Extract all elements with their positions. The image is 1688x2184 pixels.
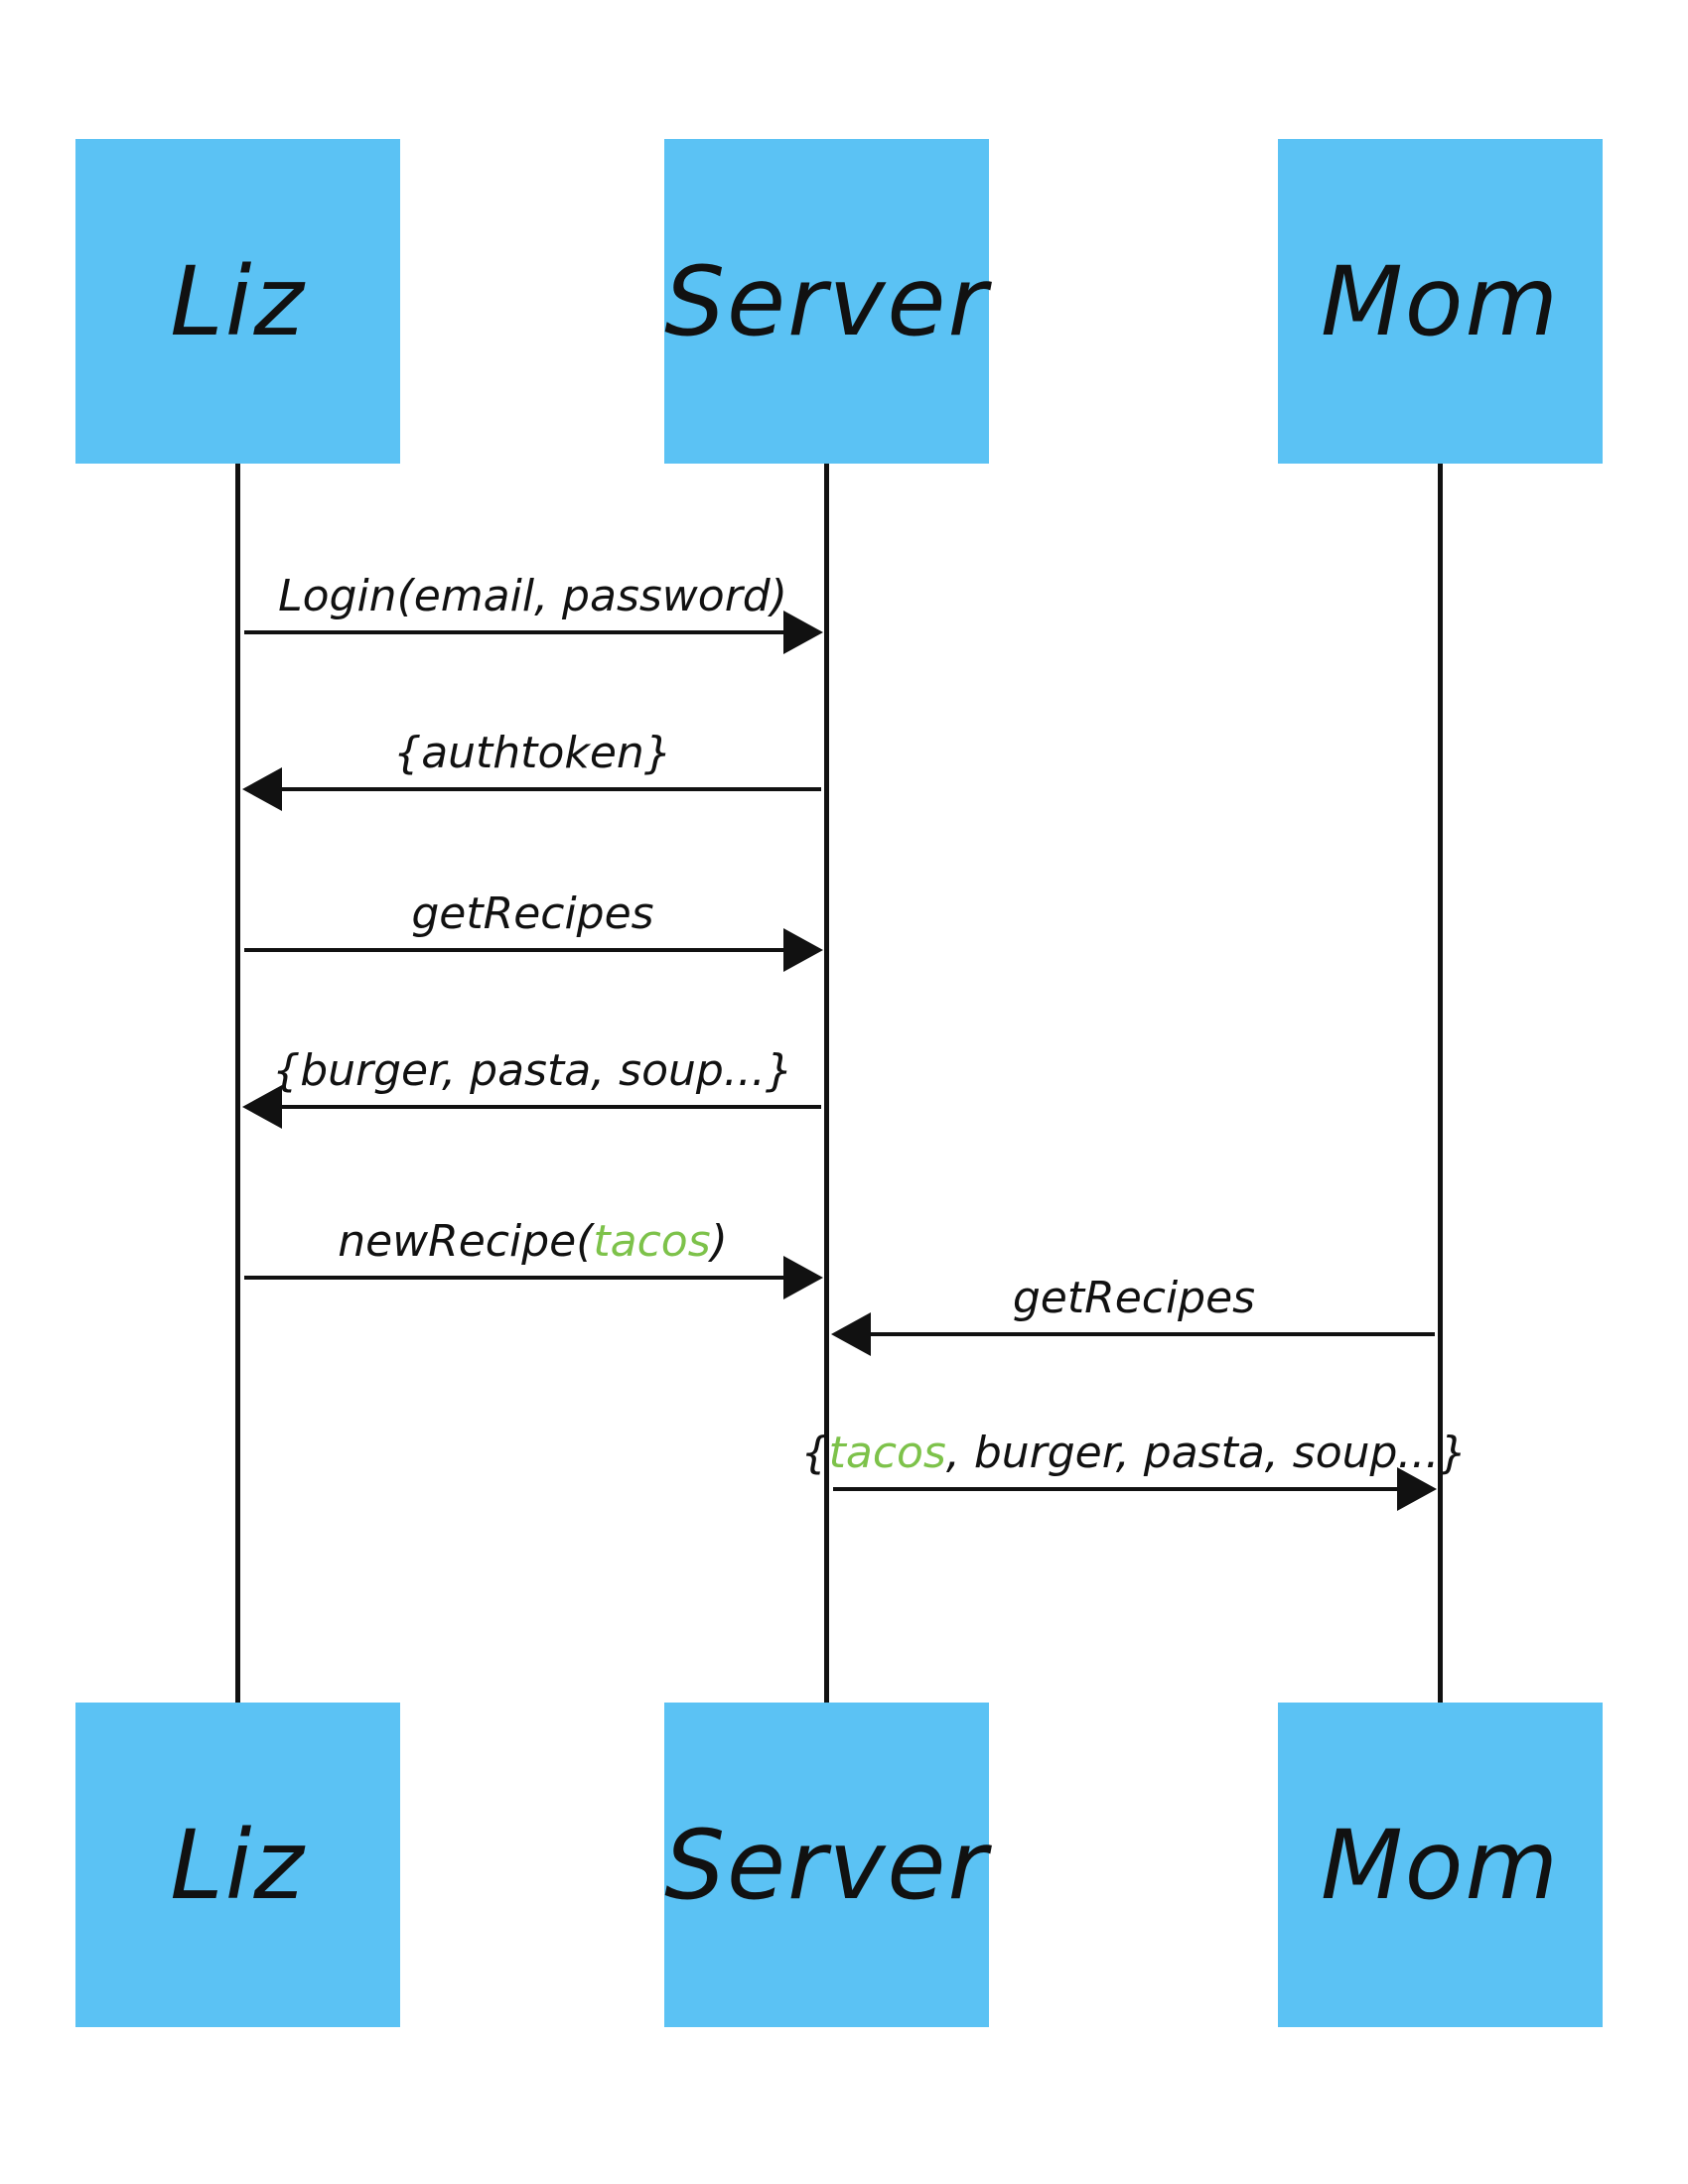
message-label: {tacos, burger, pasta, soup...} — [801, 1428, 1468, 1478]
actor-mom-top: Mom — [1278, 139, 1603, 464]
actor-label: Liz — [170, 1809, 306, 1921]
message-text-part: { — [801, 1428, 829, 1478]
arrowhead-icon — [783, 928, 823, 972]
message-liz-to-server: Login(email, password) — [244, 571, 823, 654]
arrowhead-icon — [242, 767, 282, 811]
message-text-part: , burger, pasta, soup...} — [946, 1428, 1468, 1478]
message-text-part: ) — [708, 1216, 728, 1267]
message-text-part: getRecipes — [1013, 1273, 1255, 1323]
message-server-to-liz: {burger, pasta, soup...} — [242, 1045, 821, 1129]
message-label: getRecipes — [1013, 1273, 1255, 1323]
message-text-part: {burger, pasta, soup...} — [272, 1045, 793, 1096]
actor-liz-top: Liz — [75, 139, 400, 464]
actor-label: Mom — [1320, 245, 1561, 357]
message-label: newRecipe(tacos) — [338, 1216, 728, 1267]
message-label: {authtoken} — [393, 728, 672, 778]
message-text-part: {authtoken} — [393, 728, 672, 778]
message-text-part: newRecipe( — [338, 1216, 595, 1267]
actor-server-bottom: Server — [664, 1703, 989, 2027]
actor-label: Mom — [1320, 1809, 1561, 1921]
arrowhead-icon — [831, 1312, 871, 1356]
actor-label: Liz — [170, 245, 306, 357]
message-server-to-liz: {authtoken} — [242, 728, 821, 811]
arrowhead-icon — [783, 1256, 823, 1299]
actor-label: Server — [664, 245, 989, 357]
message-label: Login(email, password) — [278, 571, 787, 621]
highlighted-recipe: tacos — [829, 1428, 946, 1478]
message-liz-to-server: newRecipe(tacos) — [244, 1216, 823, 1299]
message-label: getRecipes — [411, 888, 653, 939]
message-text-part: Login(email, password) — [278, 571, 787, 621]
actor-label: Server — [664, 1809, 989, 1921]
message-server-to-mom: {tacos, burger, pasta, soup...} — [801, 1428, 1468, 1511]
lifeline-liz — [235, 464, 240, 1703]
arrowhead-icon — [1397, 1467, 1437, 1511]
actor-mom-bottom: Mom — [1278, 1703, 1603, 2027]
arrowhead-icon — [242, 1085, 282, 1129]
lifeline-mom — [1438, 464, 1443, 1703]
actor-server-top: Server — [664, 139, 989, 464]
highlighted-recipe: tacos — [593, 1216, 710, 1267]
message-mom-to-server: getRecipes — [831, 1273, 1435, 1356]
arrowhead-icon — [783, 611, 823, 654]
actor-liz-bottom: Liz — [75, 1703, 400, 2027]
message-text-part: getRecipes — [411, 888, 653, 939]
lifeline-server — [824, 464, 829, 1703]
message-liz-to-server: getRecipes — [244, 888, 823, 972]
message-label: {burger, pasta, soup...} — [272, 1045, 793, 1096]
